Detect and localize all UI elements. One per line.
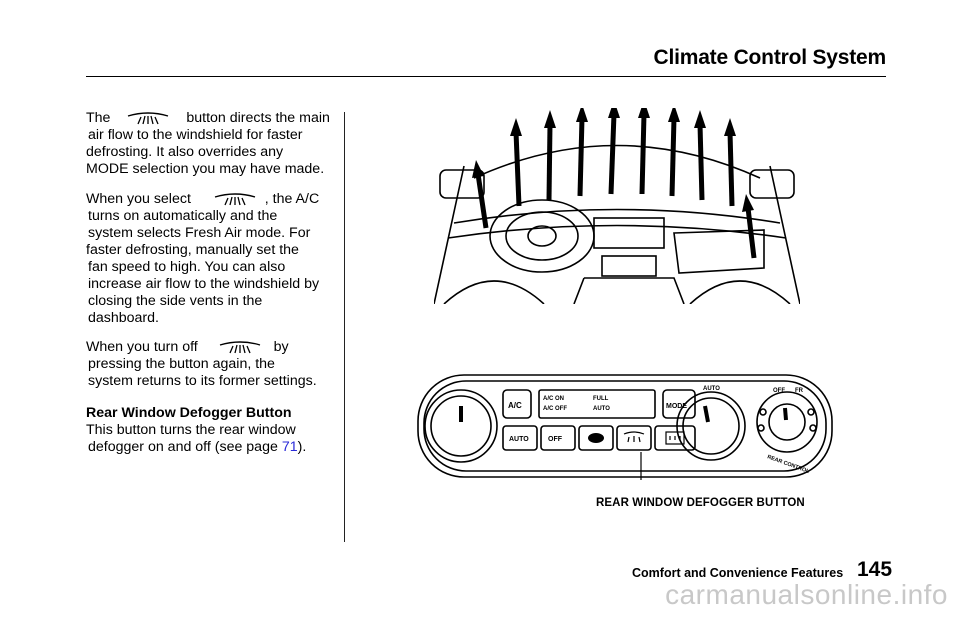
auto-button-label: AUTO xyxy=(509,436,529,443)
climate-control-panel: A/C A/C ON A/C OFF FULL AUTO MODE AUTO O… xyxy=(417,374,833,480)
paragraph-defrost-intro: The button directs the main air flow to … xyxy=(86,110,330,177)
recirculation-icon xyxy=(588,433,604,443)
svg-text:REAR CONTROL: REAR CONTROL xyxy=(766,454,810,475)
text: The xyxy=(86,110,111,126)
defrost-icon xyxy=(128,112,169,125)
column-divider xyxy=(344,112,345,542)
svg-text:FR: FR xyxy=(795,388,804,394)
windshield-airflow-illustration xyxy=(434,108,800,304)
svg-text:AUTO: AUTO xyxy=(593,406,610,412)
defrost-icon xyxy=(214,193,256,206)
svg-text:A/C ON: A/C ON xyxy=(543,396,564,402)
mode-button-label: MODE xyxy=(666,403,687,410)
svg-text:OFF: OFF xyxy=(773,388,785,394)
ac-button-label: A/C xyxy=(508,401,522,410)
rear-defogger-section: Rear Window Defogger Button This button … xyxy=(86,405,348,456)
page-title: Climate Control System xyxy=(653,46,887,69)
watermark: carmanualsonline.info xyxy=(665,579,948,610)
svg-text:A/C OFF: A/C OFF xyxy=(543,406,567,412)
svg-text:AUTO: AUTO xyxy=(703,386,720,392)
defrost-icon xyxy=(219,341,260,354)
figure-caption: REAR WINDOW DEFOGGER BUTTON xyxy=(596,497,805,509)
header-rule xyxy=(86,76,886,77)
svg-text:FULL: FULL xyxy=(593,396,609,402)
paragraph-defrost-off: When you turn off by pressing the button… xyxy=(86,339,317,389)
paragraph-defrost-select: When you select , the A/C turns on autom… xyxy=(86,191,320,326)
footer-section-title: Comfort and Convenience Features xyxy=(632,566,844,580)
rear-defrost-icon xyxy=(665,431,685,445)
page-number: 145 xyxy=(857,558,893,581)
section-heading: Rear Window Defogger Button xyxy=(86,405,292,421)
off-button-label: OFF xyxy=(548,436,563,443)
defrost-icon xyxy=(623,431,645,443)
page-link[interactable]: 71 xyxy=(281,439,298,455)
